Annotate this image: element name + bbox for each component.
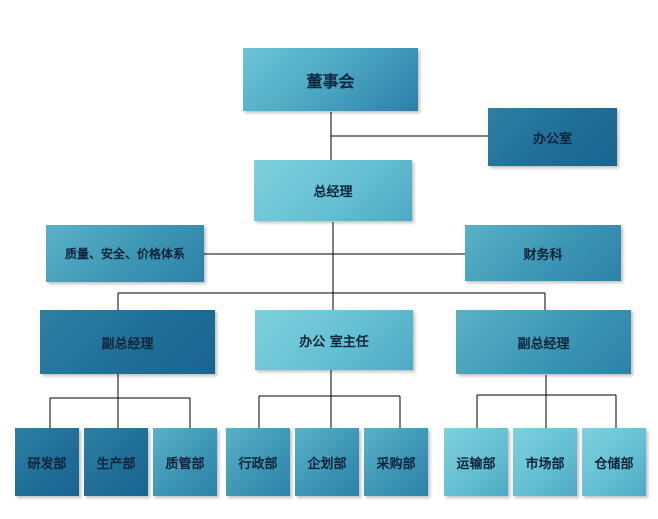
administration-department-node: 行政部 <box>226 428 290 496</box>
deputy-gm-right-node: 副总经理 <box>456 310 631 374</box>
warehouse-department-node: 仓储部 <box>582 428 646 496</box>
office-node: 办公室 <box>488 108 617 166</box>
general-manager-node: 总经理 <box>254 160 412 221</box>
production-department-node: 生产部 <box>84 428 148 496</box>
deputy-gm-left-node: 副总经理 <box>40 310 215 374</box>
quality-safety-price-system-node: 质量、安全、价格体系 <box>46 225 204 282</box>
quality-management-department-node: 质管部 <box>153 428 217 496</box>
rd-department-node: 研发部 <box>15 428 79 496</box>
board-node: 董事会 <box>243 48 418 111</box>
transport-department-node: 运输部 <box>444 428 508 496</box>
market-department-node: 市场部 <box>513 428 577 496</box>
planning-department-node: 企划部 <box>295 428 359 496</box>
purchasing-department-node: 采购部 <box>364 428 428 496</box>
finance-node: 财务科 <box>465 225 621 281</box>
office-director-node: 办公 室主任 <box>255 310 413 370</box>
